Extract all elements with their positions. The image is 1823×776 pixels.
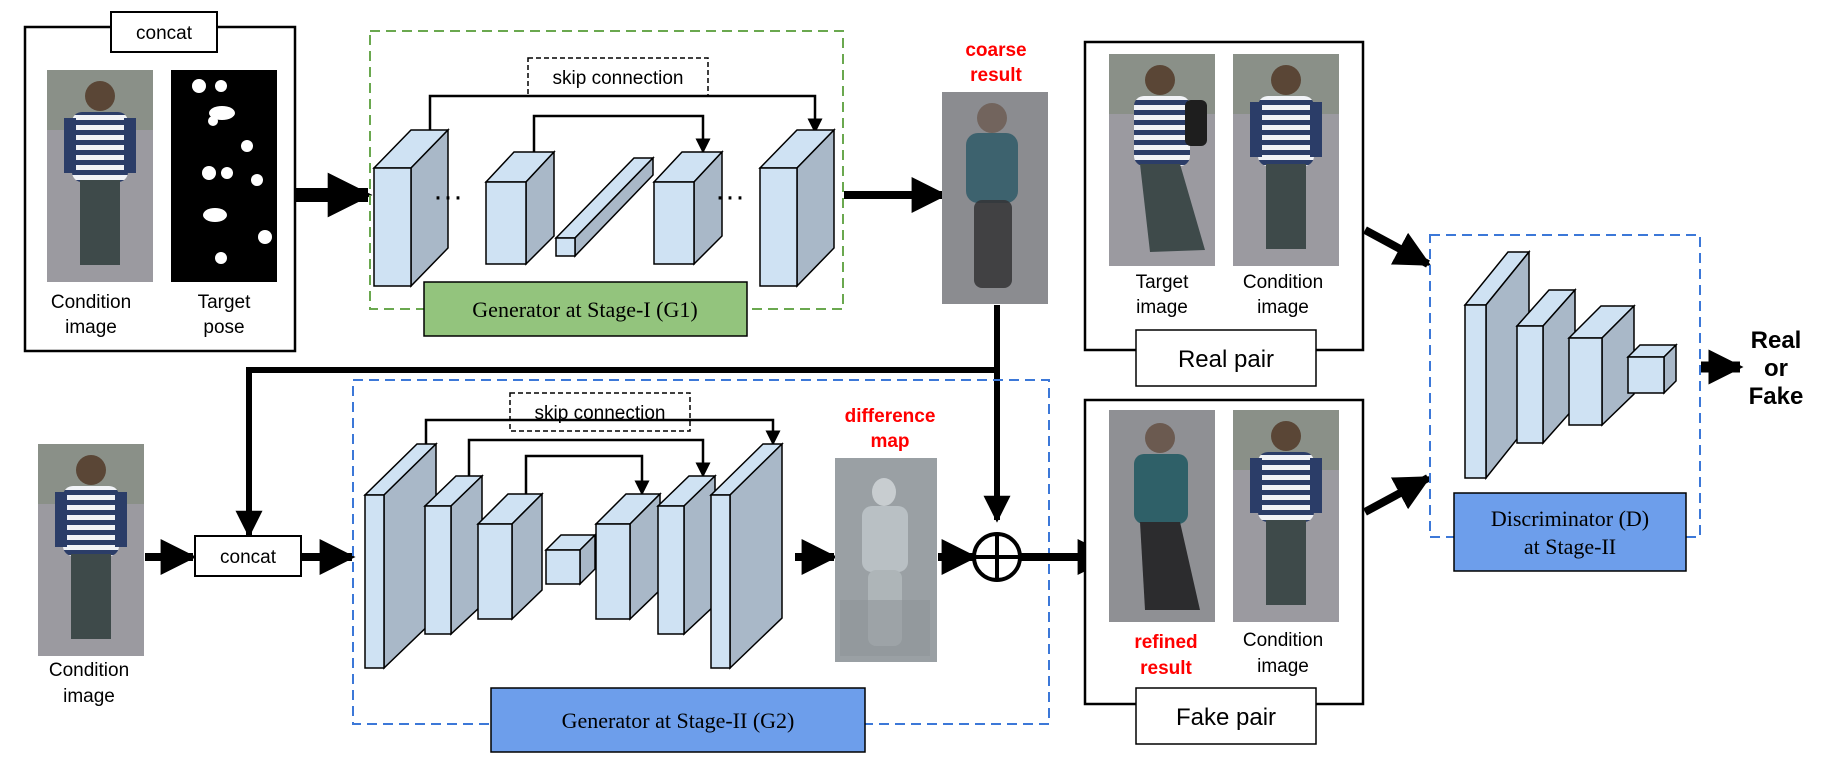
fake-pair-condition-caption-2: image bbox=[1257, 656, 1309, 677]
real-pair-condition-image bbox=[1233, 54, 1339, 266]
output-label-1: Real bbox=[1751, 327, 1802, 354]
g2-block-4 bbox=[594, 492, 662, 621]
real-pair-target-image bbox=[1109, 54, 1215, 266]
stage1-condition-caption-2: image bbox=[65, 317, 117, 338]
g2-block-6 bbox=[709, 442, 784, 670]
g1-label-box bbox=[423, 281, 748, 337]
coarse-result-image bbox=[942, 92, 1048, 304]
g2-bottleneck bbox=[544, 533, 597, 586]
g2-block-5 bbox=[656, 474, 717, 636]
d-block-4 bbox=[1626, 343, 1678, 395]
g1-skip-connection-label: skip connection bbox=[553, 68, 684, 89]
g1-block-4 bbox=[758, 128, 836, 288]
stage2-condition-image bbox=[38, 444, 144, 656]
g1-block-2 bbox=[484, 150, 556, 266]
discriminator-label-box bbox=[1453, 492, 1687, 572]
real-pair-condition-caption-1: Condition bbox=[1243, 272, 1323, 293]
g2-skip-middle bbox=[467, 438, 711, 478]
fake-pair-label: Fake pair bbox=[1176, 704, 1276, 731]
addition-node bbox=[972, 532, 1022, 582]
g1-label: Generator at Stage-I (G1) bbox=[472, 297, 697, 322]
coarse-result-label-2: result bbox=[970, 65, 1022, 86]
stage2-concat-box bbox=[194, 535, 302, 577]
g2-skip-connection-box bbox=[509, 392, 691, 432]
g1-ellipsis-1: ··· bbox=[433, 180, 463, 213]
g2-block-3 bbox=[476, 492, 544, 621]
coarse-result-label-1: coarse bbox=[965, 40, 1026, 61]
output-label-2: or bbox=[1764, 355, 1788, 382]
g1-skip-outer bbox=[428, 94, 823, 134]
g2-block-2 bbox=[423, 474, 484, 636]
g2-skip-outer bbox=[424, 418, 781, 446]
refined-result-label-2: result bbox=[1140, 658, 1192, 679]
target-pose-caption-2: pose bbox=[203, 317, 244, 338]
stage1-condition-image bbox=[47, 70, 153, 282]
discriminator-label-2: at Stage-II bbox=[1524, 534, 1616, 559]
stage1-target-pose-image bbox=[171, 70, 277, 282]
fake-pair-condition-image bbox=[1233, 410, 1339, 622]
g2-dashed-region bbox=[352, 379, 1050, 725]
output-label-3: Fake bbox=[1749, 383, 1804, 410]
g1-ellipsis-2: ··· bbox=[715, 180, 745, 213]
g2-block-1 bbox=[363, 442, 438, 670]
g1-dashed-region bbox=[369, 30, 844, 310]
g2-label-box bbox=[490, 687, 866, 753]
stage2-condition-caption-2: image bbox=[63, 686, 115, 707]
target-pose-caption-1: Target bbox=[198, 292, 252, 313]
stage1-concat-label: concat bbox=[136, 23, 193, 44]
real-pair-label-box bbox=[1135, 329, 1317, 387]
refined-result-image bbox=[1109, 410, 1215, 622]
g2-label: Generator at Stage-II (G2) bbox=[562, 708, 795, 733]
d-block-3 bbox=[1567, 304, 1636, 427]
fake-pair-label-box bbox=[1135, 687, 1317, 745]
discriminator-label-1: Discriminator (D) bbox=[1491, 506, 1649, 531]
g2-skip-inner bbox=[524, 454, 650, 496]
refined-result-label-1: refined bbox=[1134, 632, 1197, 653]
arrow-fake-pair-to-d bbox=[1363, 474, 1432, 516]
stage1-condition-caption-1: Condition bbox=[51, 292, 131, 313]
line-coarse-to-concat bbox=[235, 367, 997, 538]
g1-block-3 bbox=[652, 150, 724, 266]
real-pair-target-caption-2: image bbox=[1136, 297, 1188, 318]
difference-map-image bbox=[835, 458, 937, 662]
difference-map-label-2: map bbox=[870, 431, 909, 452]
g1-bottleneck bbox=[554, 156, 655, 258]
g1-skip-inner bbox=[532, 114, 711, 154]
difference-map-label-1: difference bbox=[845, 406, 936, 427]
real-pair-condition-caption-2: image bbox=[1257, 297, 1309, 318]
stage1-concat-box bbox=[110, 11, 218, 53]
real-pair-label: Real pair bbox=[1178, 346, 1274, 373]
g1-block-1 bbox=[372, 128, 450, 288]
fake-pair-condition-caption-1: Condition bbox=[1243, 630, 1323, 651]
real-pair-target-caption-1: Target bbox=[1136, 272, 1190, 293]
stage2-concat-label: concat bbox=[220, 547, 277, 568]
stage2-condition-caption-1: Condition bbox=[49, 660, 129, 681]
arrow-real-pair-to-d bbox=[1363, 226, 1432, 268]
